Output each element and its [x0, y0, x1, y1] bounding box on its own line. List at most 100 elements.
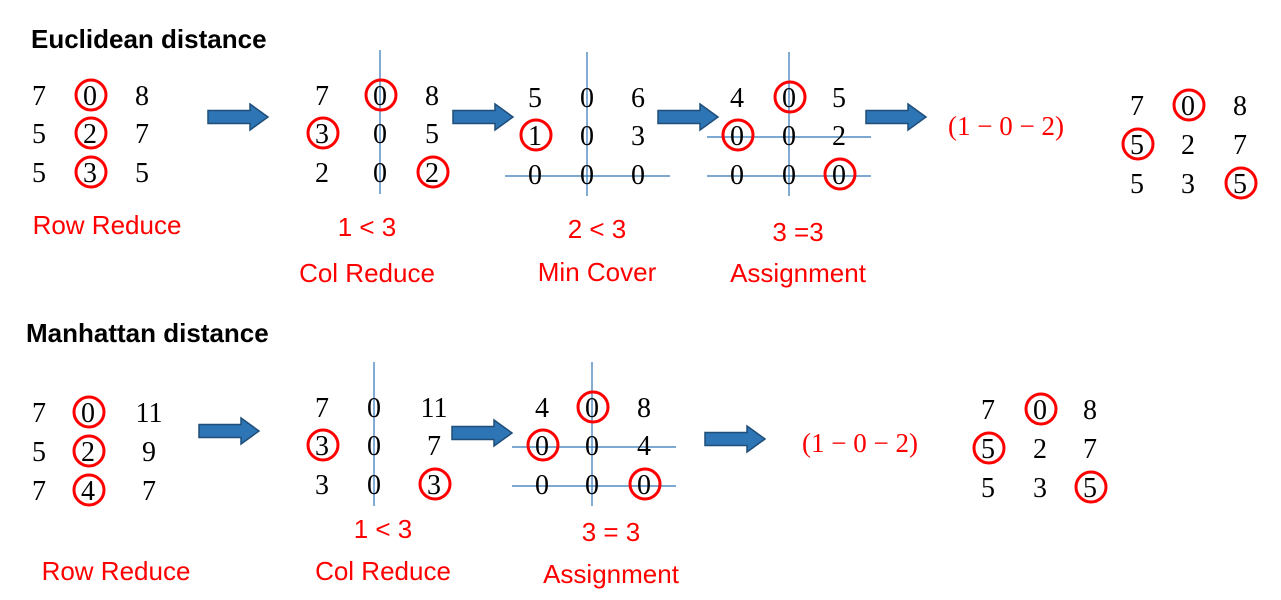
s0-step0-cell-1-0: 5	[32, 119, 46, 150]
s0-step4-cell-1-1: 2	[1181, 130, 1195, 161]
s1-step3-circle-2-2	[1074, 470, 1108, 504]
s0-step0-caption: Row Reduce	[32, 210, 182, 240]
s0-step0-cell-1-1: 2	[83, 119, 97, 150]
s0-step1-cell-1-2: 5	[425, 119, 439, 150]
s1-arrow-0	[198, 416, 261, 446]
s1-step3-cell-0-1: 0	[1033, 395, 1047, 426]
s0-step4-cell-0-1: 0	[1181, 91, 1195, 122]
s1-step1-cell-0-2: 11	[421, 393, 448, 424]
s0-step1-cell-0-1: 0	[373, 81, 387, 112]
s0-step1-circle-1-0	[306, 116, 340, 150]
s1-step0-cell-1-1: 2	[81, 437, 95, 468]
s1-step1-cell-0-0: 7	[315, 393, 329, 424]
s1-step1-cell-2-0: 3	[315, 470, 329, 501]
s0-step4-circle-2-2	[1224, 166, 1258, 200]
s0-arrow-2	[657, 102, 720, 132]
s1-step2-cell-0-1: 0	[585, 393, 599, 424]
s0-step0-cell-2-1: 3	[83, 158, 97, 189]
s0-step1-cell-1-0: 3	[315, 119, 329, 150]
s1-arrow-2	[704, 424, 767, 454]
s0-step3-cell-0-1: 0	[782, 83, 796, 114]
s1-step0-caption: Row Reduce	[41, 556, 191, 586]
s0-step3-circle-0-1	[773, 80, 807, 114]
s1-step2-circle-1-0	[526, 428, 560, 462]
s0-step2-circle-1-0	[519, 118, 553, 152]
s0-step4-cell-0-2: 8	[1233, 91, 1247, 122]
s0-step3-cell-1-1: 0	[782, 121, 796, 152]
s1-step0-circle-0-1	[72, 395, 106, 429]
s0-step0-cell-2-0: 5	[32, 158, 46, 189]
s1-step1-cell-2-2: 3	[427, 470, 441, 501]
s0-step0-cell-0-2: 8	[135, 81, 149, 112]
s1-step2-cell-0-0: 4	[535, 393, 549, 424]
s1-step1-cell-2-1: 0	[367, 470, 381, 501]
s1-step3-cell-2-2: 5	[1083, 473, 1097, 504]
s0-step4-cell-2-0: 5	[1130, 169, 1144, 200]
s1-step3-cell-1-0: 5	[981, 434, 995, 465]
s1-step3-cell-1-1: 2	[1033, 434, 1047, 465]
s1-step0-circle-1-1	[72, 434, 106, 468]
s0-step3-cell-0-2: 5	[832, 83, 846, 114]
s0-step0-cell-2-2: 5	[135, 158, 149, 189]
s0-step4-circle-0-1	[1172, 88, 1206, 122]
s1-step2-circle-2-2	[628, 467, 662, 501]
s0-step0-cell-0-1: 0	[83, 81, 97, 112]
s0-step1-circle-2-2	[416, 155, 450, 189]
s1-step0-cell-0-0: 7	[32, 398, 46, 429]
s1-step1-note: 1 < 3	[353, 514, 413, 544]
s0-step4-cell-2-1: 3	[1181, 169, 1195, 200]
s1-step0-cell-0-1: 0	[81, 398, 95, 429]
s0-step2-cell-2-2: 0	[631, 160, 645, 191]
s0-step2-cell-0-2: 6	[631, 83, 645, 114]
s0-step2-caption: Min Cover	[537, 257, 657, 287]
s0-step3-note: 3 =3	[772, 217, 824, 247]
s1-step1-cell-1-0: 3	[315, 431, 329, 462]
s0-step1-caption: Col Reduce	[299, 258, 435, 288]
s0-step1-circle-0-1	[364, 78, 398, 112]
s1-step1-circle-1-0	[306, 428, 340, 462]
s1-step3-cell-1-2: 7	[1083, 434, 1097, 465]
s1-step2-cell-1-2: 4	[637, 431, 651, 462]
s1-step3-circle-0-1	[1024, 392, 1058, 426]
s0-step2-cell-1-0: 1	[528, 121, 542, 152]
s0-step1-cell-2-1: 0	[373, 158, 387, 189]
s1-step1-circle-2-2	[418, 467, 452, 501]
s0-result: (1 − 0 − 2)	[948, 111, 1064, 141]
s0-step2-cell-2-1: 0	[580, 160, 594, 191]
s0-step3-caption: Assignment	[730, 258, 866, 288]
s1-step0-cell-1-2: 9	[142, 437, 156, 468]
s1-step0-cell-2-0: 7	[32, 476, 46, 507]
s0-step3-cell-2-0: 0	[730, 160, 744, 191]
s0-step3-cell-0-0: 4	[730, 83, 744, 114]
s0-step0-circle-0-1	[74, 78, 108, 112]
s0-step3-cell-2-2: 0	[832, 160, 846, 191]
s0-step1-note: 1 < 3	[337, 212, 397, 242]
s1-step1-cell-0-1: 0	[367, 393, 381, 424]
s1-step3-cell-2-1: 3	[1033, 473, 1047, 504]
s0-arrow-1	[452, 102, 515, 132]
s1-step2-circle-0-1	[576, 390, 610, 424]
s1-step0-cell-2-1: 4	[81, 476, 95, 507]
s0-step4-cell-1-2: 7	[1233, 130, 1247, 161]
s0-step2-cell-0-1: 0	[580, 83, 594, 114]
s0-step2-cell-2-0: 0	[528, 160, 542, 191]
s1-step1-cell-1-2: 7	[427, 431, 441, 462]
s1-step0-cell-2-2: 7	[142, 476, 156, 507]
s1-step2-note: 3 = 3	[581, 517, 641, 547]
s1-step2-cell-1-0: 0	[535, 431, 549, 462]
s1-step2-caption: Assignment	[543, 559, 679, 589]
s1-step0-circle-2-1	[72, 473, 106, 507]
s1-step2-cell-1-1: 0	[585, 431, 599, 462]
s0-step1-cell-0-0: 7	[315, 81, 329, 112]
s0-step2-cell-0-0: 5	[528, 83, 542, 114]
s1-step1-cell-1-1: 0	[367, 431, 381, 462]
s0-step3-cell-1-2: 2	[832, 121, 846, 152]
section-title-euclidean: Euclidean distance	[31, 24, 267, 54]
s0-arrow-3	[865, 102, 928, 132]
s0-step2-note: 2 < 3	[567, 214, 627, 244]
s0-step1-cell-1-1: 0	[373, 119, 387, 150]
s0-step3-cell-1-0: 0	[730, 121, 744, 152]
s0-step3-circle-2-2	[823, 157, 857, 191]
s0-step1-cell-0-2: 8	[425, 81, 439, 112]
